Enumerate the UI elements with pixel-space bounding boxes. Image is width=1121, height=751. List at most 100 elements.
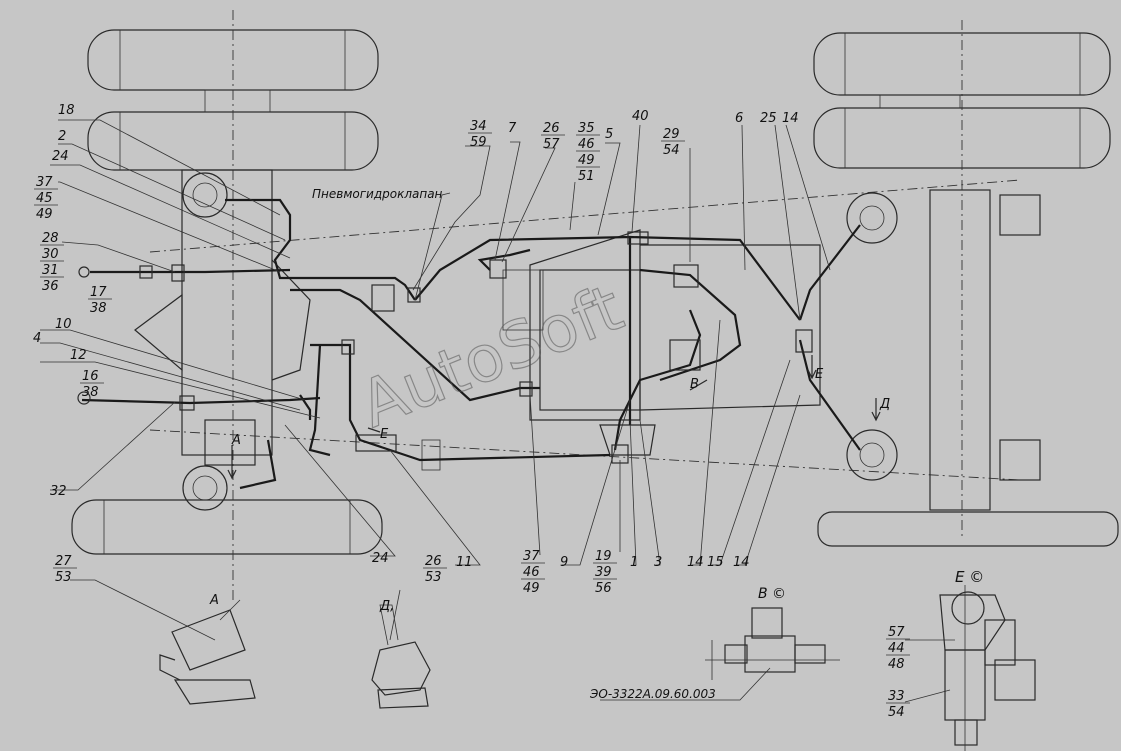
callout-number: 10: [55, 317, 72, 332]
callout-number: 24: [372, 551, 389, 566]
view-label-d-bottom: Д,: [379, 599, 394, 614]
callout-c2: 2: [58, 129, 66, 144]
callout-number: 40: [632, 109, 649, 124]
detail-d-brake-chamber: [371, 604, 431, 709]
callout-number: 3: [654, 555, 662, 570]
callout-number: 54: [888, 705, 905, 720]
fittings: [77, 231, 813, 464]
view-arrows: [227, 355, 881, 480]
callout-number: 26: [425, 554, 442, 569]
callout-number: 59: [470, 135, 487, 150]
callout-number: 5: [605, 127, 613, 142]
callout-number: 44: [888, 641, 905, 656]
callout-number: 1: [630, 555, 638, 570]
right-axle-housing: [846, 189, 1041, 511]
detail-a-brake-chamber: [159, 599, 256, 705]
frame-centerline-top: [149, 179, 1021, 253]
callout-c1: 1: [630, 555, 638, 570]
callout-c14b: 14: [687, 555, 704, 570]
view-label-e-right: Е: [815, 367, 824, 382]
callout-number: 17: [90, 285, 107, 300]
callout-number: 56: [595, 581, 612, 596]
callout-number: 53: [425, 570, 442, 585]
callout-c5: 5: [605, 127, 613, 142]
callout-number: 53: [55, 570, 72, 585]
view-label-e-main: Е: [380, 427, 389, 442]
callout-c18: 18: [58, 103, 75, 118]
callout-number: 31: [42, 263, 59, 278]
callout-c32: 32: [50, 484, 67, 499]
view-label-d-right: Д: [879, 397, 890, 412]
callout-c14c: 14: [733, 555, 750, 570]
callout-number: 49: [578, 153, 595, 168]
callout-number: 19: [595, 549, 612, 564]
callout-number: 48: [888, 657, 905, 672]
tyre-right-middle: [813, 107, 1111, 169]
callout-number: 30: [42, 247, 59, 262]
callout-number: 15: [707, 555, 724, 570]
callout-number: 14: [782, 111, 799, 126]
callout-number: 38: [90, 301, 107, 316]
callout-number: 32: [50, 484, 67, 499]
callout-number: 45: [36, 191, 53, 206]
left-hub: [204, 89, 271, 113]
callout-number: 29: [663, 127, 680, 142]
callout-number: 37: [36, 175, 53, 190]
callout-number: 4: [33, 331, 41, 346]
callout-number: 35: [578, 121, 595, 136]
callout-c9: 9: [560, 555, 568, 570]
detail-v-fitting: [705, 607, 840, 680]
callout-number: 46: [523, 565, 540, 580]
callout-number: 38: [82, 385, 99, 400]
detail-e-valve: [939, 585, 1036, 751]
brake-pipelines: [81, 198, 861, 490]
callout-number: 49: [36, 207, 53, 222]
view-label-a-top: А: [231, 433, 241, 448]
drawing-code: ЭО-3322А.09.60.003: [589, 687, 716, 701]
detail-e-title: Е ©: [955, 568, 984, 586]
callout-number: 36: [42, 279, 59, 294]
callout-number: 6: [735, 111, 743, 126]
callout-number: 51: [578, 169, 595, 184]
callout-number: 14: [687, 555, 704, 570]
callout-number: 57: [543, 137, 560, 152]
callout-c7: 7: [508, 121, 517, 136]
detail-v-title: В ©: [758, 586, 786, 602]
callout-c10: 10: [55, 317, 72, 332]
callout-number: 9: [560, 555, 568, 570]
callout-number: 2: [58, 129, 66, 144]
callout-c14a: 14: [782, 111, 799, 126]
callout-number: 12: [70, 348, 87, 363]
callout-number: 37: [523, 549, 540, 564]
callout-c12: 12: [70, 348, 87, 363]
callout-number: 54: [663, 143, 680, 158]
tyre-left-bottom: [71, 499, 383, 555]
callout-c15: 15: [707, 555, 724, 570]
callout-c24b: 24: [372, 551, 389, 566]
central-body: [421, 229, 821, 471]
callout-number: 28: [42, 231, 59, 246]
leader-lines: [40, 119, 955, 703]
callout-number: 18: [58, 103, 75, 118]
callout-number: 34: [470, 119, 487, 134]
callout-number: 46: [578, 137, 595, 152]
tyre-left-middle: [87, 111, 379, 171]
callout-number: 11: [456, 555, 473, 570]
callout-number: 16: [82, 369, 99, 384]
callout-number: 39: [595, 565, 612, 580]
callout-number: 25: [760, 111, 777, 126]
callout-number: 26: [543, 121, 560, 136]
callout-number: 14: [733, 555, 750, 570]
